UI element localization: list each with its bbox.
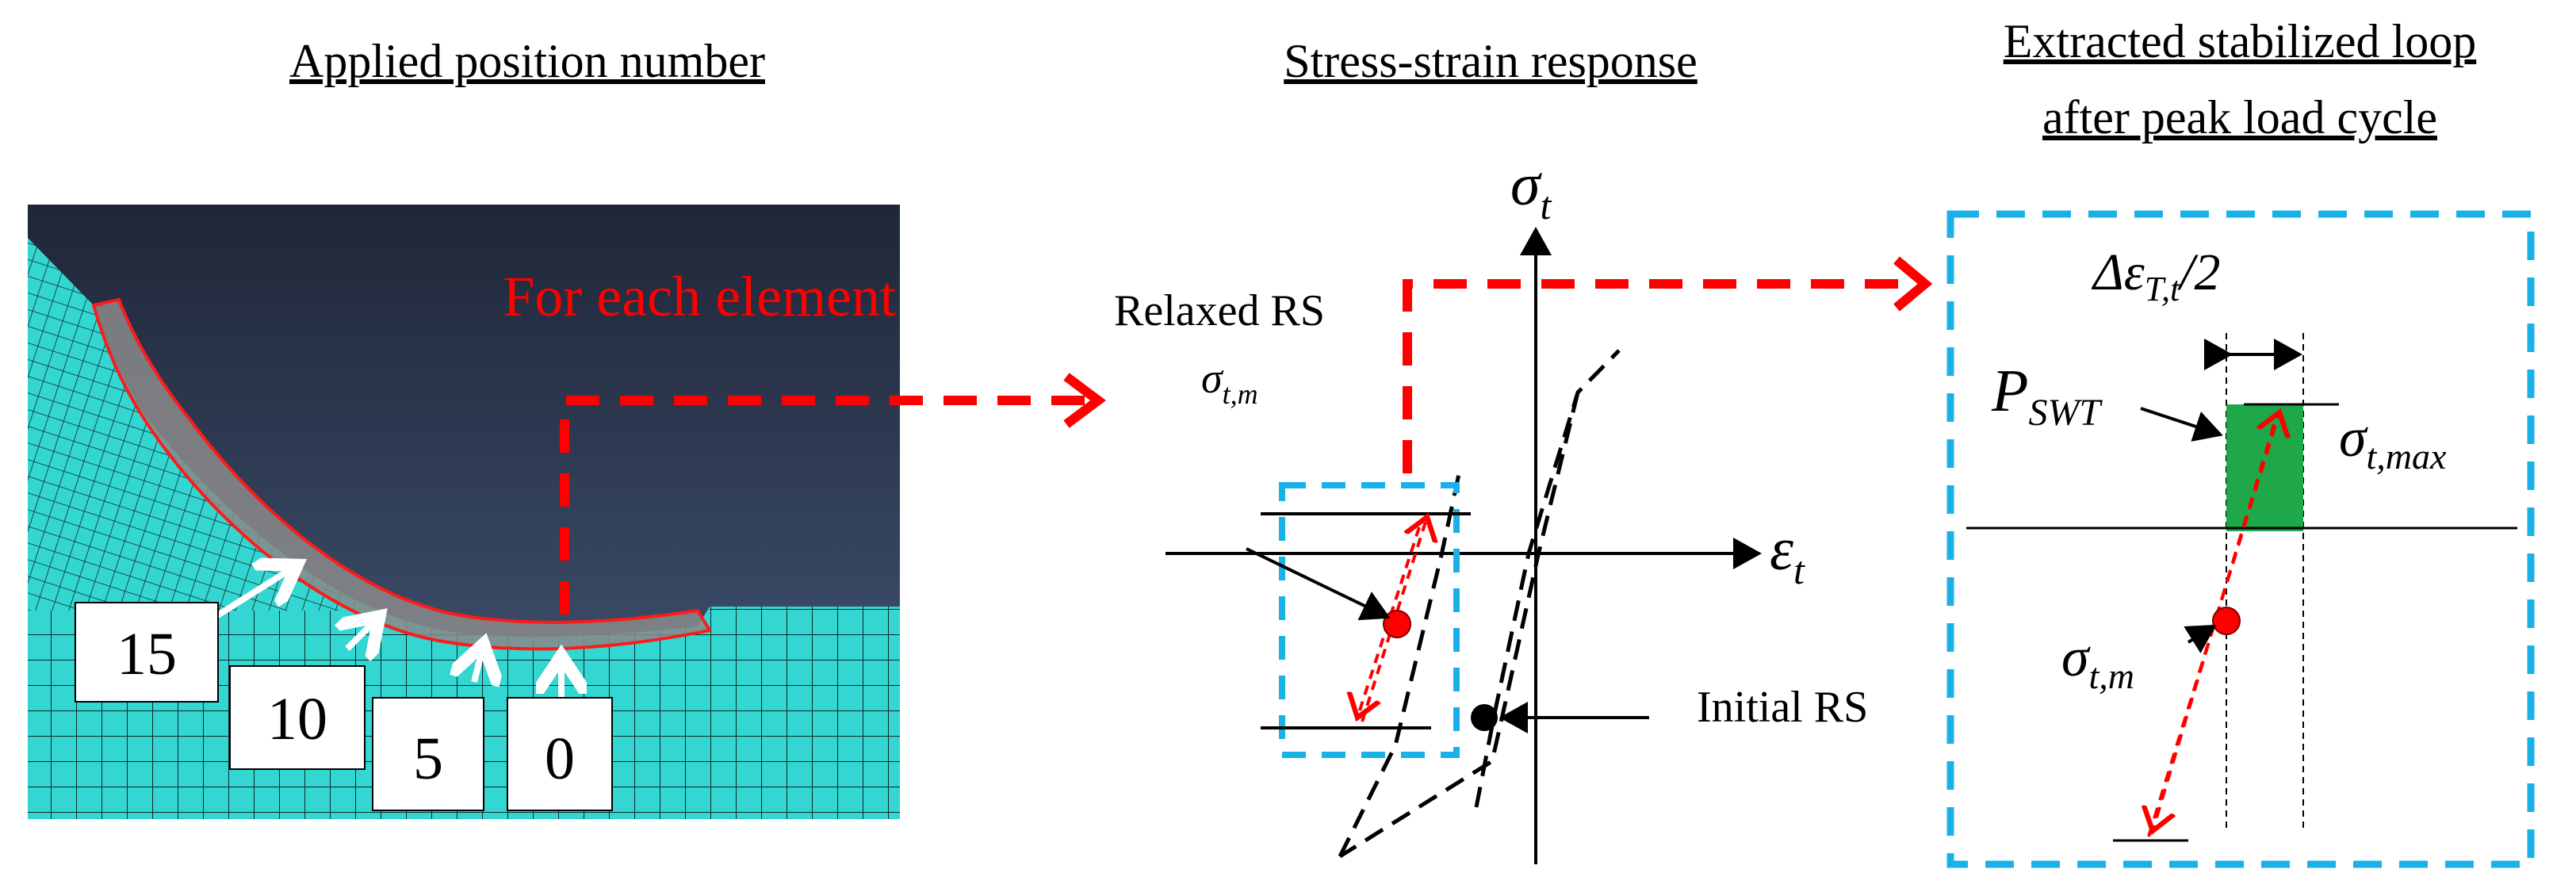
sigma-m-right-label: σt,m [2061,627,2134,696]
initial-rs-label: Initial RS [1697,683,1868,732]
strain-amplitude-label: ΔεT,t/2 [2091,243,2221,308]
notch-void [28,205,900,638]
relaxed-rs-pointer [1246,547,1391,621]
for-each-element-label: For each element [503,265,896,328]
position-number: 10 [267,686,327,752]
position-number: 15 [117,621,177,687]
pswt-pointer [2140,407,2223,442]
left-panel-title: Applied position number [289,35,765,87]
position-label-10: 10 [229,665,366,770]
x-axis-label: εt [1770,516,1805,592]
position-pointers [208,569,561,698]
mean-stress-pointer [2184,624,2217,653]
position-number: 0 [545,726,575,792]
stabilized-loop-frame [1946,210,2535,868]
relaxed-loop-box [1279,482,1460,758]
position-label-15: 15 [75,602,219,703]
initial-rs-point [1471,704,1498,731]
red-dashed-connector-right [1403,279,1911,473]
red-arrowhead-right [1893,256,1933,312]
sigma-max-label: σt,max [2339,408,2447,477]
middle-panel-title: Stress-strain response [1284,35,1698,87]
y-axis-label: σt [1510,151,1552,228]
position-label-0: 0 [507,697,613,811]
pswt-label: PSWT [1991,358,2103,434]
relaxed-rs-label: Relaxed RS [1114,286,1325,335]
right-panel-title-line2: after peak load cycle [2042,91,2437,144]
red-arrowhead-left [1063,373,1106,428]
right-panel-title-line1: Extracted stabilized loop [2004,15,2476,67]
relaxed-rs-point [1383,610,1411,638]
stress-strain-axes [1166,227,1762,864]
mean-stress-point [2212,607,2241,635]
surface-element-band [91,297,713,651]
hysteresis-loop [1338,349,1621,859]
red-dashed-connector-left [560,396,1090,615]
fe-mesh-image [28,205,900,819]
pswt-area [2226,404,2303,531]
position-number: 5 [413,726,443,792]
sigma-m-middle-label: σt,m [1201,354,1258,410]
position-label-5: 5 [372,697,484,811]
